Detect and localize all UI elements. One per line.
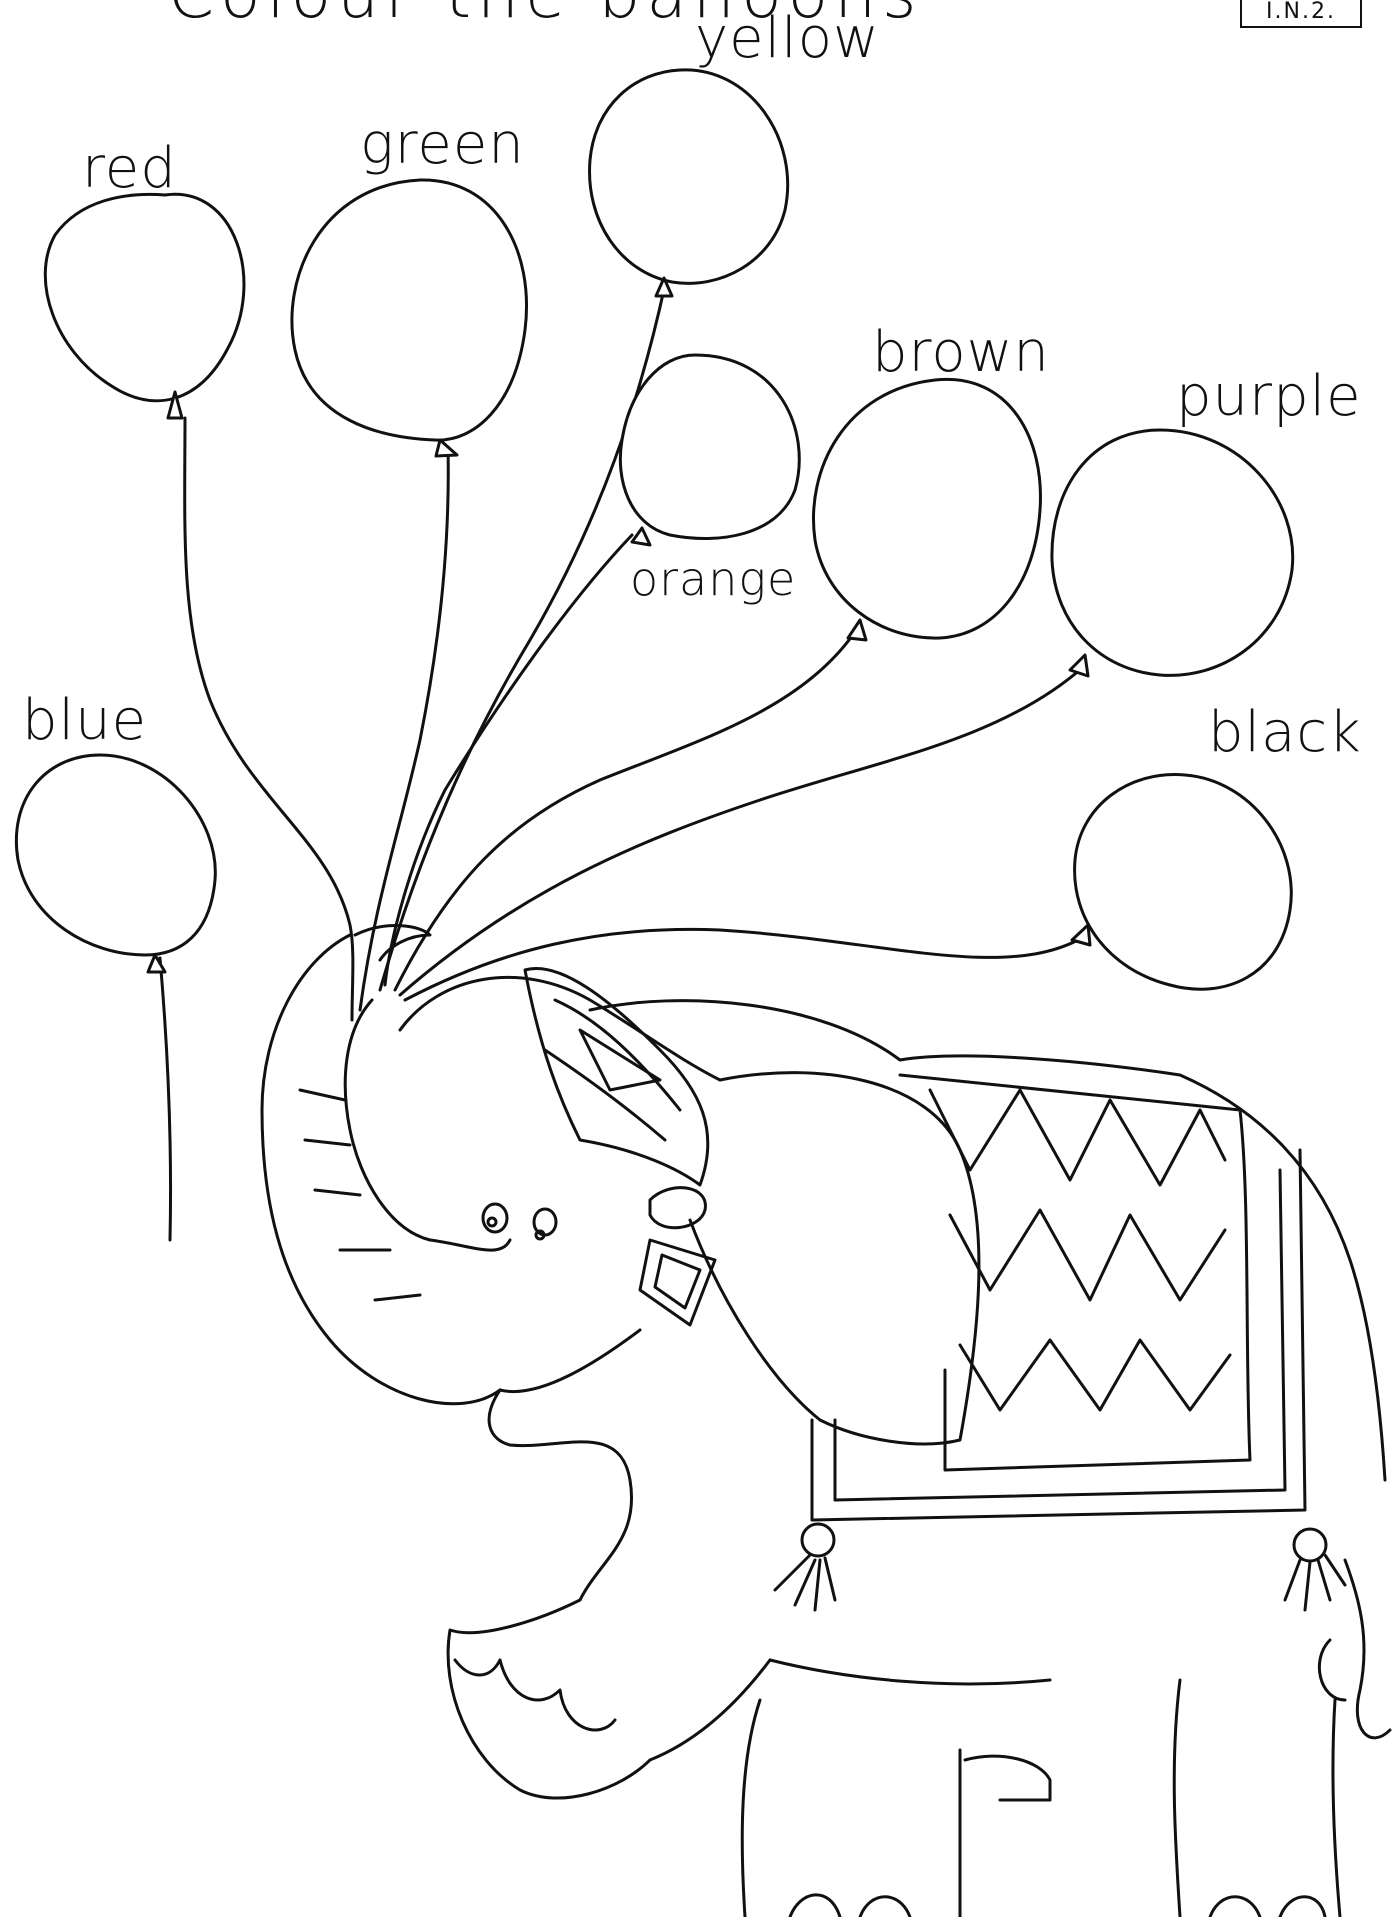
elephant-back-leg <box>740 1698 762 1917</box>
elephant-tail <box>1343 1558 1392 1740</box>
head-drape <box>523 967 710 1187</box>
label-purple: purple <box>1176 364 1362 429</box>
balloon-knot <box>146 953 167 974</box>
label-green: green <box>360 112 525 177</box>
head-jewel <box>638 1238 717 1327</box>
elephant-front-leg <box>446 1598 652 1800</box>
balloon-yellow[interactable] <box>588 68 790 298</box>
balloon-blue[interactable] <box>15 753 217 974</box>
balloon-brown[interactable] <box>812 377 1042 642</box>
elephant-head <box>398 975 722 1082</box>
body-blanket <box>898 1073 1252 1472</box>
elephant-eye <box>481 1202 509 1234</box>
label-yellow: yellow <box>695 6 880 71</box>
elephant <box>260 924 1392 1917</box>
blanket-tassel <box>1292 1527 1328 1563</box>
balloon-black[interactable] <box>1070 773 1293 991</box>
label-brown: brown <box>872 320 1050 385</box>
balloon-knot <box>846 618 868 642</box>
balloon-purple[interactable] <box>1050 428 1295 678</box>
blanket-tassel <box>800 1522 836 1558</box>
elephant-belly <box>768 1658 1052 1686</box>
head-tassel <box>648 1186 707 1230</box>
balloon-knot <box>630 526 652 547</box>
elephant-back <box>588 999 1387 1482</box>
balloon-knot <box>654 276 674 298</box>
elephant-mouth <box>487 1388 633 1602</box>
worksheet-code: I.N.2. <box>1240 0 1362 28</box>
label-blue: blue <box>22 688 148 753</box>
elephant-trunk <box>260 933 502 1406</box>
balloon-knot <box>1068 653 1090 678</box>
label-black: black <box>1208 700 1362 765</box>
label-orange: orange <box>630 552 797 606</box>
label-red: red <box>82 136 177 201</box>
balloon-knot <box>434 438 459 458</box>
balloon-strings <box>158 283 1084 1242</box>
balloon-orange[interactable] <box>618 353 801 547</box>
worksheet-title: Colour the balloons <box>168 0 922 33</box>
balloon-knot <box>1070 923 1092 947</box>
elephant-ear <box>688 1071 981 1446</box>
balloon-green[interactable] <box>290 178 528 458</box>
balloon-red[interactable] <box>43 192 246 420</box>
balloon-knot <box>166 390 184 420</box>
